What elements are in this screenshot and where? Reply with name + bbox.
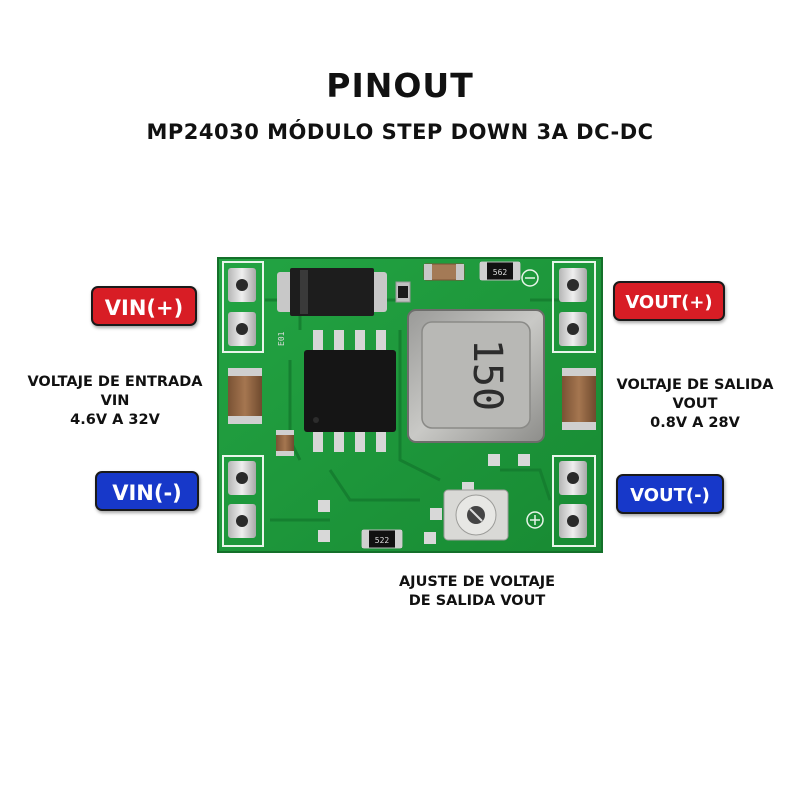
right-capacitor <box>562 368 596 430</box>
vout-plus-badge: VOUT(+) <box>613 281 725 321</box>
vout-minus-badge: VOUT(-) <box>616 474 724 514</box>
resistor-bottom-marking: 522 <box>375 536 390 545</box>
vin-minus-badge: VIN(-) <box>95 471 199 511</box>
diode-marking: E01 <box>277 331 286 346</box>
page-subtitle: MP24030 MÓDULO STEP DOWN 3A DC-DC <box>146 120 654 144</box>
left-capacitor <box>228 368 262 424</box>
left-pin-headers <box>222 261 264 547</box>
output-voltage-label: VOLTAJE DE SALIDA VOUT 0.8V A 28V <box>600 376 790 433</box>
adjust-voltage-line-2: DE SALIDA VOUT <box>408 593 546 609</box>
potentiometer-component <box>443 489 509 541</box>
resistor-top-marking: 562 <box>493 268 508 277</box>
right-pin-headers <box>552 261 596 547</box>
input-voltage-line-2: VIN <box>100 393 130 409</box>
diode-component <box>277 268 387 316</box>
inductor-component <box>407 309 545 443</box>
input-voltage-line-1: VOLTAJE DE ENTRADA <box>27 374 203 390</box>
output-voltage-line-1: VOLTAJE DE SALIDA <box>616 377 774 393</box>
output-voltage-line-2: VOUT <box>672 396 718 412</box>
output-voltage-line-3: 0.8V A 28V <box>650 415 740 431</box>
input-voltage-label: VOLTAJE DE ENTRADA VIN 4.6V A 32V <box>10 373 220 430</box>
adjust-voltage-line-1: AJUSTE DE VOLTAJE <box>398 574 556 590</box>
page-title: PINOUT <box>326 66 474 105</box>
adjust-voltage-label: AJUSTE DE VOLTAJE DE SALIDA VOUT <box>370 573 584 611</box>
inductor-marking: 150 <box>464 339 510 411</box>
input-voltage-line-3: 4.6V A 32V <box>70 412 160 428</box>
ic-chip <box>304 330 396 452</box>
vin-plus-badge: VIN(+) <box>91 286 197 326</box>
